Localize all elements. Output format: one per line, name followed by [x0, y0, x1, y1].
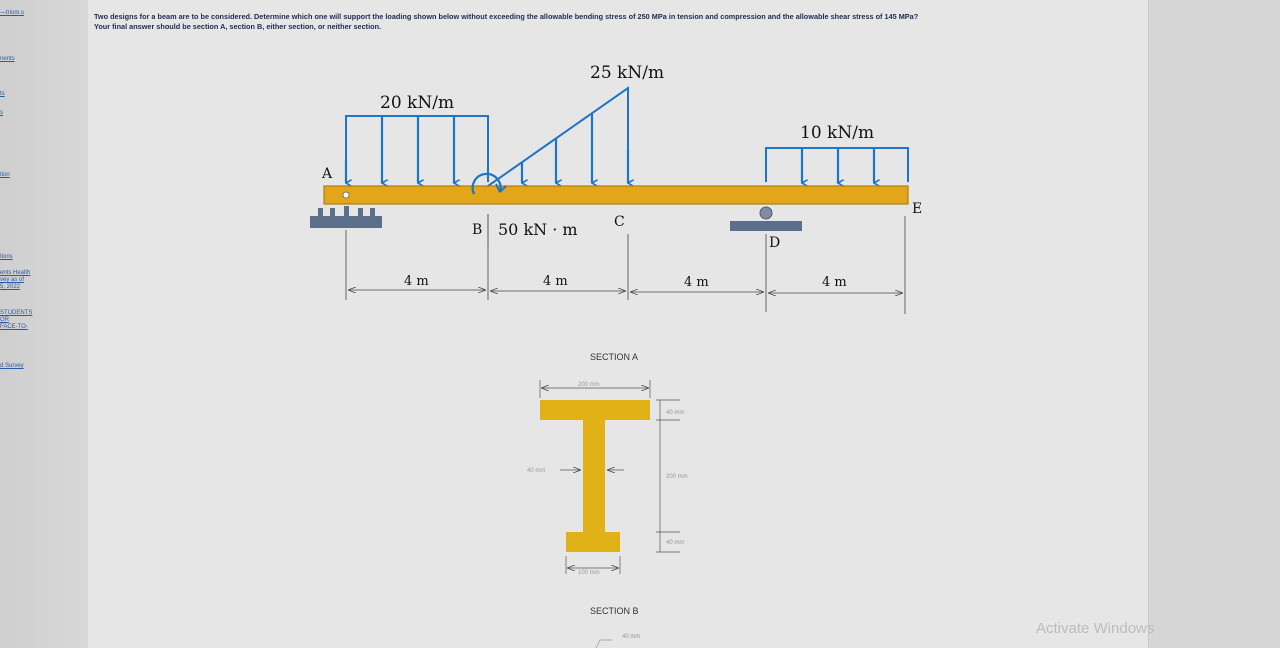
dim-flange-thickness: 40 mm: [666, 410, 684, 416]
right-panel: [1148, 0, 1280, 648]
load-label-de: 10 kN/m: [800, 123, 874, 143]
question-line-2: Your final answer should be section A, s…: [94, 22, 382, 31]
section-b-dimension: [595, 639, 612, 648]
sidebar-link[interactable]: tion: [0, 172, 10, 178]
sidebar-link-students[interactable]: STUDENTS OR FACE-TO-: [0, 310, 33, 330]
load-label-triangular: 25 kN/m: [590, 63, 664, 83]
dim-bottom-flange-thickness: 40 mm: [666, 540, 684, 546]
point-b-label: B: [472, 222, 482, 238]
sidebar-link[interactable]: tions: [0, 254, 13, 260]
section-b-title: SECTION B: [590, 606, 639, 616]
activate-windows-watermark: Activate Windows: [1036, 620, 1155, 637]
uniform-load-de: [765, 147, 909, 183]
span-dimensions: [345, 216, 906, 314]
sidebar-link[interactable]: nents: [0, 56, 15, 62]
sidebar: —triom.s nents ts s tion tions ents Heal…: [0, 0, 89, 648]
sidebar-link[interactable]: ts: [0, 91, 5, 97]
section-a-shape: [540, 400, 650, 552]
question-line-1: Two designs for a beam are to be conside…: [94, 12, 919, 21]
question-text: Two designs for a beam are to be conside…: [94, 12, 1134, 32]
section-a-dimensions: [539, 380, 680, 574]
section-a-title: SECTION A: [590, 352, 638, 362]
dim-web-thickness: 40 mm: [527, 468, 545, 474]
beam: [323, 185, 909, 205]
load-label-ab: 20 kN/m: [380, 93, 454, 113]
point-c-label: C: [614, 214, 625, 230]
pin-support-a: [310, 191, 382, 228]
moment-label: 50 kN · m: [498, 220, 578, 239]
span-3-label: 4 m: [684, 275, 709, 290]
dim-section-b-partial: 40 mm: [622, 634, 640, 640]
triangular-load: [487, 86, 628, 187]
span-4-label: 4 m: [822, 275, 847, 290]
point-d-label: D: [769, 235, 780, 251]
sidebar-link-survey[interactable]: d Survey: [0, 363, 24, 369]
dim-flange-width: 200 mm: [578, 382, 600, 388]
span-1-label: 4 m: [404, 274, 429, 289]
dim-web-height: 200 mm: [666, 474, 688, 480]
uniform-load-ab: [344, 115, 489, 183]
moment-icon: [471, 172, 507, 195]
point-e-label: E: [912, 201, 922, 217]
sidebar-link[interactable]: s: [0, 110, 3, 116]
span-2-label: 4 m: [543, 274, 568, 289]
dim-bottom-flange-width: 100 mm: [578, 570, 600, 576]
point-a-label: A: [321, 166, 333, 182]
roller-support-d: [730, 206, 802, 231]
sidebar-link[interactable]: —triom.s: [0, 10, 24, 16]
sidebar-link-health-survey[interactable]: ents Health vey as of 5, 2022: [0, 270, 31, 290]
